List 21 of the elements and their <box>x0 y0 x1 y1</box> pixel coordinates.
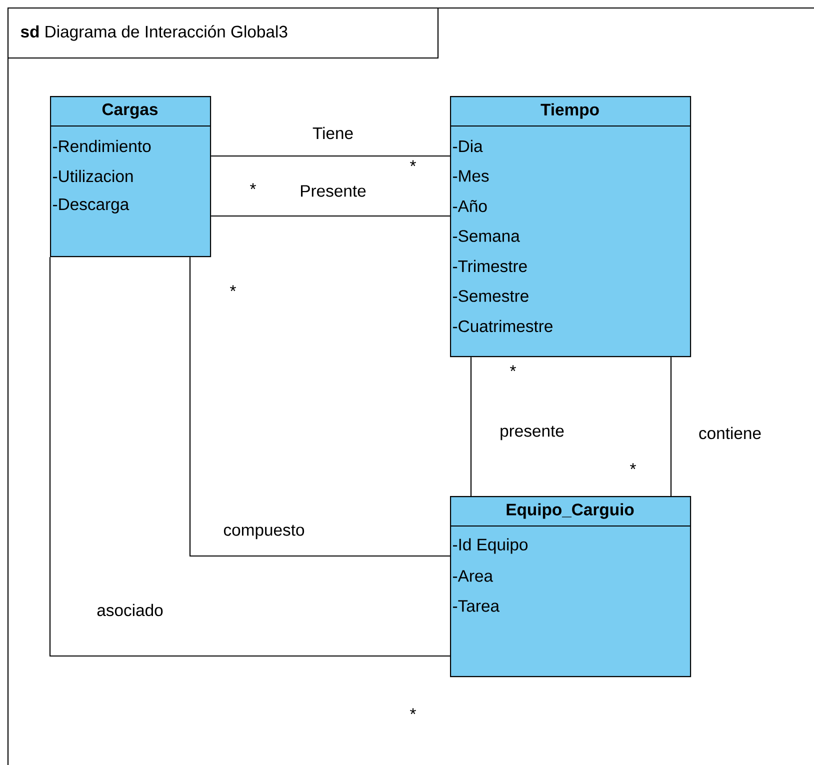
association-line <box>211 155 450 157</box>
edge-label: asociado <box>95 602 165 618</box>
association-line <box>670 357 672 496</box>
multiplicity-label: * <box>630 463 636 470</box>
edge-label: contiene <box>697 426 763 440</box>
title-tab: sd Diagrama de Interacción Global3 <box>8 8 439 59</box>
class-box: Equipo_Carguio -Id Equipo -Area -Tarea <box>450 496 692 678</box>
edge-label: presente <box>498 424 566 442</box>
multiplicity-label: * <box>230 285 236 292</box>
multiplicity-label: * <box>410 708 416 714</box>
multiplicity-label: * <box>410 160 416 166</box>
multiplicity-label: * <box>250 183 256 190</box>
edge-label: Presente <box>298 184 368 198</box>
edge-label: Tiene <box>311 126 355 140</box>
association-line <box>211 215 450 217</box>
class-box: Tiempo -Dia -Mes -Año -Semana -Trimestre -Semestre -Cuatrimestre <box>450 96 692 358</box>
association-line <box>470 357 472 496</box>
class-box: Cargas -Rendimiento -Utilizacion -Descarga <box>50 96 212 258</box>
association-line <box>49 257 450 657</box>
association-line <box>189 257 450 557</box>
edge-label: compuesto <box>222 524 306 540</box>
